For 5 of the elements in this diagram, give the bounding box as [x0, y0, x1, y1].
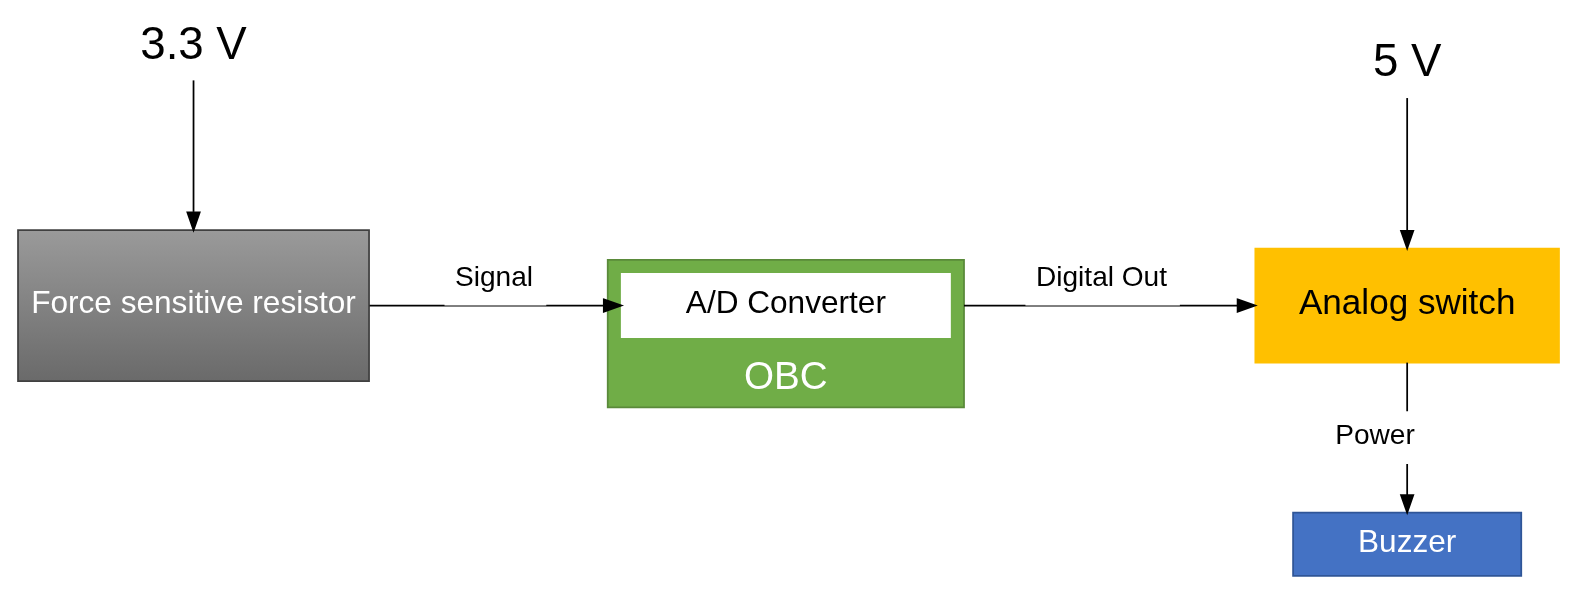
node-text: 3.3 V — [140, 17, 247, 69]
edge-label: Power — [1335, 419, 1415, 451]
node-text: 5 V — [1372, 35, 1442, 87]
edge-label: Digital Out — [1035, 260, 1168, 292]
edge-label: Signal — [455, 260, 534, 292]
